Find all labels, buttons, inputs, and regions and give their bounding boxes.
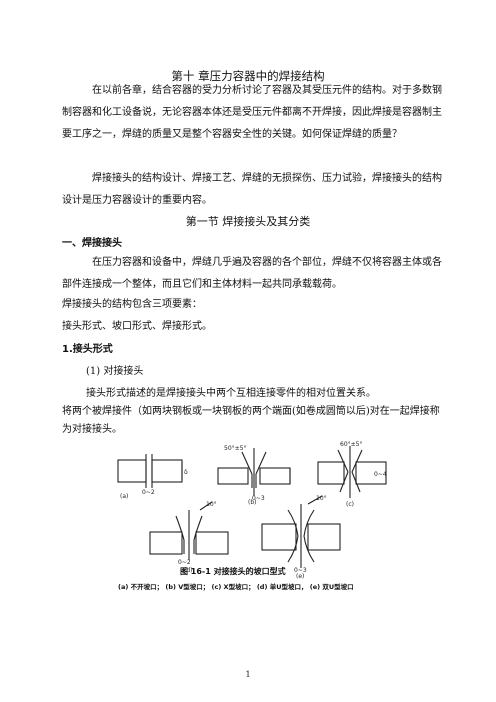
- page-number: 1: [245, 670, 251, 679]
- dim-b-gap: 0~3: [252, 495, 265, 502]
- line-three-elements: 焊接接头的结构包含三项要素：: [62, 299, 202, 310]
- diagram-b-v-groove: [217, 448, 291, 496]
- item-butt-joint: (1) 对接接头: [86, 366, 144, 377]
- heading-welded-joint: 一、焊接接头: [62, 238, 122, 249]
- figure-caption: 图 16-1 对接接头的坡口型式: [180, 567, 286, 576]
- dim-a-gap: 0~2: [142, 489, 155, 496]
- angle-e: 10°: [316, 495, 327, 502]
- intro-paragraph-2: 焊接接头的结构设计、焊接工艺、焊缝的无损探伤、压力试验，焊接接头的结构设计是压力…: [62, 173, 442, 206]
- dim-e-gap: 0~3: [294, 567, 307, 574]
- paragraph-joint: 在压力容器和设备中，焊缝几乎遍及容器的各个部位，焊缝不仅将容器主体或各部件连接成…: [62, 257, 442, 290]
- label-a: (a): [120, 493, 128, 500]
- line-definition: 将两个被焊接件（如两块钢板或一块钢板的两个端面(如卷成圆筒以后)对在一起焊接称为…: [62, 406, 440, 435]
- intro-paragraph-1: 在以前各章，结合容器的受力分析讨论了容器及其受压元件的结构。对于多数钢制容器和化…: [62, 85, 442, 140]
- dim-d-gap: 0~2: [178, 559, 191, 566]
- label-d: (d): [184, 567, 193, 574]
- angle-c: 60°±5°: [340, 441, 362, 448]
- butt-joint-figure: (a) (b) (c) (d) (e) 50°±5° 60°±5° 10° 10…: [117, 441, 387, 580]
- line-elements-list: 接头形式、坡口形式、焊接形式。: [62, 321, 212, 332]
- diagram-e-double-u-groove: [261, 495, 341, 568]
- section-title: 第一节 焊接接头及其分类: [185, 215, 311, 228]
- label-e: (e): [296, 573, 304, 580]
- dim-c-side: 0~4: [374, 471, 387, 478]
- heading-joint-form: 1.接头形式: [62, 344, 113, 355]
- chapter-title: 第十 章压力容器中的焊接结构: [171, 69, 325, 83]
- angle-b: 50°±5°: [224, 445, 246, 452]
- dim-a-thickness: δ: [184, 469, 188, 476]
- label-b: (b): [248, 499, 257, 506]
- diagram-d-single-u-groove: [149, 501, 229, 560]
- angle-d: 10°: [206, 501, 217, 508]
- label-c: (c): [346, 501, 354, 508]
- line-description: 接头形式描述的是焊接接头中两个互相连接零件的相对位置关系。: [86, 388, 376, 399]
- diagram-c-x-groove: [317, 446, 387, 498]
- figure-subcaption: (a) 不开坡口； (b) V型坡口； (c) X型坡口； (d) 单U型坡口，…: [118, 583, 354, 591]
- diagram-a-square-groove: [117, 454, 183, 488]
